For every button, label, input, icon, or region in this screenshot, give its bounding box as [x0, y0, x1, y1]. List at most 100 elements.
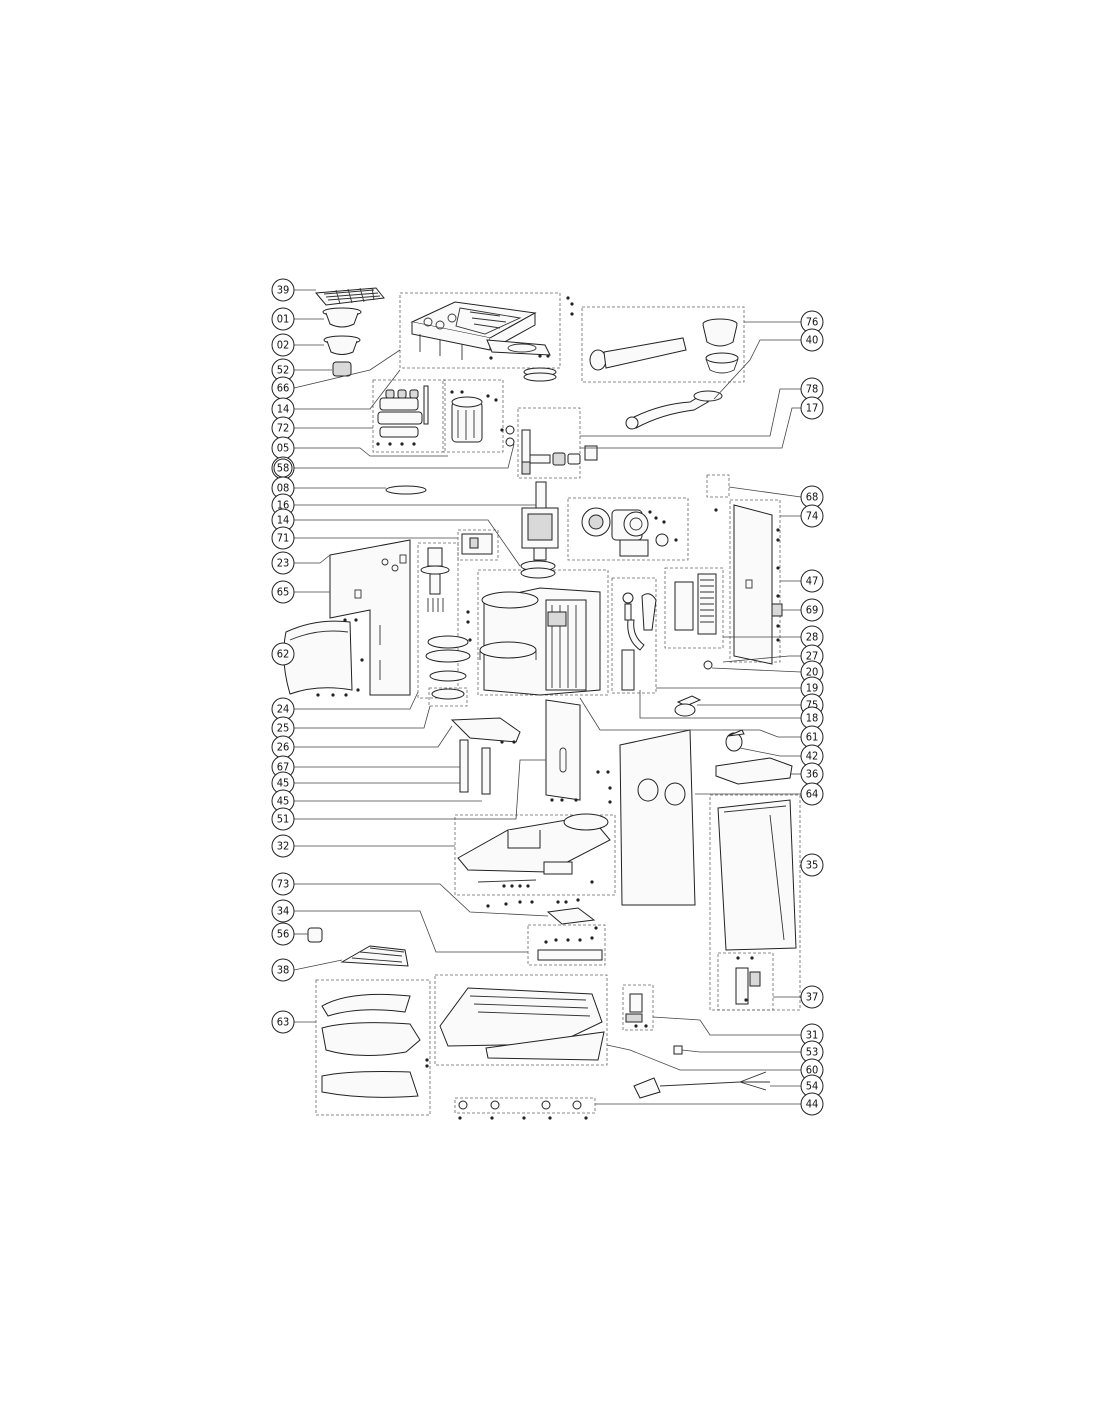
knob-part [725, 729, 745, 752]
water-tank-part [717, 799, 797, 1005]
callout-label: 39 [277, 284, 290, 297]
lower-seal-rings-part [520, 560, 556, 579]
callout-bubble: 18 [800, 706, 824, 730]
callout-label: 14 [277, 514, 290, 527]
callout-label: 35 [806, 859, 819, 872]
callout-label: 44 [806, 1098, 819, 1111]
filter-holder-part [589, 318, 739, 374]
callout-label: 26 [277, 741, 290, 754]
callout-label: 42 [806, 750, 819, 763]
steam-pipes-part [450, 717, 521, 795]
right-callouts: 76 40 78 17 68 74 47 69 28 27 20 19 75 1… [800, 310, 824, 1116]
callout-bubble: 68 [800, 485, 824, 509]
seal-rings-part [523, 367, 557, 382]
callout-label: 40 [806, 334, 819, 347]
portafilter-handle-part [625, 390, 723, 430]
callout-label: 16 [277, 499, 290, 512]
gasket-disc-part [385, 485, 427, 495]
callout-label: 66 [277, 382, 290, 395]
callout-label: 19 [806, 682, 819, 695]
callout-bubble: 08 [271, 476, 295, 500]
callout-label: 71 [277, 532, 290, 545]
callout-label: 67 [277, 761, 290, 774]
callout-label: 36 [806, 768, 819, 781]
callout-bubble: 73 [271, 872, 295, 896]
switch-block-part [461, 533, 493, 555]
callout-label: 05 [277, 442, 290, 455]
callout-label: 32 [277, 840, 290, 853]
callout-bubble: 65 [271, 580, 295, 604]
parts [283, 287, 797, 1120]
callout-bubble: 40 [800, 328, 824, 352]
callout-label: 25 [277, 722, 290, 735]
side-panel-part [316, 539, 411, 697]
callout-bubble: 19 [800, 676, 824, 700]
callout-label: 68 [806, 491, 819, 504]
drip-cover-part [283, 620, 353, 695]
front-cover-part [608, 729, 696, 906]
callout-label: 65 [277, 586, 290, 599]
callout-bubble: 47 [800, 569, 824, 593]
base-tray-part [439, 987, 605, 1061]
drip-tray-part [321, 993, 429, 1098]
callout-label: 38 [277, 964, 290, 977]
callout-bubble: 38 [271, 958, 295, 982]
callout-label: 34 [277, 905, 290, 918]
callout-bubble: 02 [271, 333, 295, 357]
callout-label: 18 [806, 712, 819, 725]
switch-assembly-part [376, 385, 429, 446]
callout-label: 08 [277, 482, 290, 495]
callout-bubble: 66 [271, 376, 295, 400]
callout-label: 53 [806, 1046, 819, 1059]
filter-basket-1-part [322, 307, 362, 328]
base-housing-part [457, 813, 611, 908]
callout-label: 28 [806, 631, 819, 644]
callout-bubble: 44 [800, 1092, 824, 1116]
callout-bubble: 72 [271, 416, 295, 440]
fuse-block-part [625, 993, 683, 1055]
heater-element-part [674, 573, 717, 670]
main-chassis-part [479, 587, 601, 696]
pump-part [521, 481, 559, 561]
valve-part [505, 425, 598, 475]
top-cover-screws [489, 296, 574, 360]
callout-bubble: 60 [800, 1058, 824, 1082]
callout-bubble: 67 [271, 755, 295, 779]
callout-label: 58 [277, 462, 290, 475]
callout-label: 27 [806, 650, 819, 663]
callout-label: 31 [806, 1029, 819, 1042]
callout-label: 45 [277, 795, 290, 808]
callout-label: 60 [806, 1064, 819, 1077]
callout-bubble: 45 [271, 771, 295, 795]
callout-bubble: 74 [800, 504, 824, 528]
callout-bubble: 14 [271, 397, 295, 421]
callout-label: 63 [277, 1016, 290, 1029]
callout-bubble: 24 [271, 697, 295, 721]
power-cord-part [633, 1071, 770, 1099]
boiler-part [450, 390, 504, 443]
drip-grid-part [340, 945, 409, 967]
callout-label: 62 [277, 648, 290, 661]
cap-part [307, 927, 323, 943]
callout-label: 45 [277, 777, 290, 790]
callout-bubble: 76 [800, 310, 824, 334]
filter-basket-2-part [323, 335, 361, 355]
callout-bubble: 61 [800, 725, 824, 749]
callout-bubble: 26 [271, 735, 295, 759]
left-callouts: 39 01 02 52 66 14 72 05 58 08 16 14 71 2… [271, 278, 295, 1034]
callout-bubble: 69 [800, 598, 824, 622]
callout-label: 02 [277, 339, 290, 352]
callout-label: 74 [806, 510, 819, 523]
callout-bubble: 63 [271, 1010, 295, 1034]
callout-label: 17 [806, 402, 819, 415]
steam-wand-part [621, 592, 702, 717]
callout-bubble: 35 [800, 853, 824, 877]
callout-label: 37 [806, 991, 819, 1004]
callout-bubble: 31 [800, 1023, 824, 1047]
callout-bubble: 62 [271, 642, 295, 666]
gasket-rings-part [425, 635, 471, 700]
callout-label: 72 [277, 422, 290, 435]
callout-label: 54 [806, 1080, 819, 1093]
cup-grid-part [315, 287, 385, 306]
tank-lid-part [715, 757, 793, 785]
